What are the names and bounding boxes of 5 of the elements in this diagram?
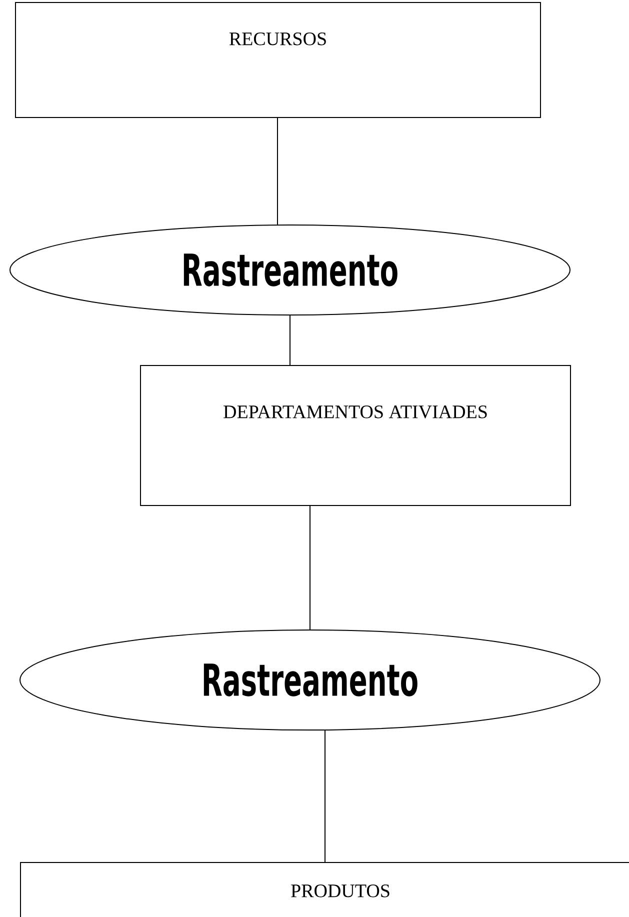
connector-line <box>324 730 326 862</box>
process-box: DEPARTAMENTOS ATIVIADES <box>140 365 571 506</box>
process-box: RECURSOS <box>15 2 541 118</box>
process-box: PRODUTOS <box>20 862 629 917</box>
connector-line <box>277 118 278 225</box>
